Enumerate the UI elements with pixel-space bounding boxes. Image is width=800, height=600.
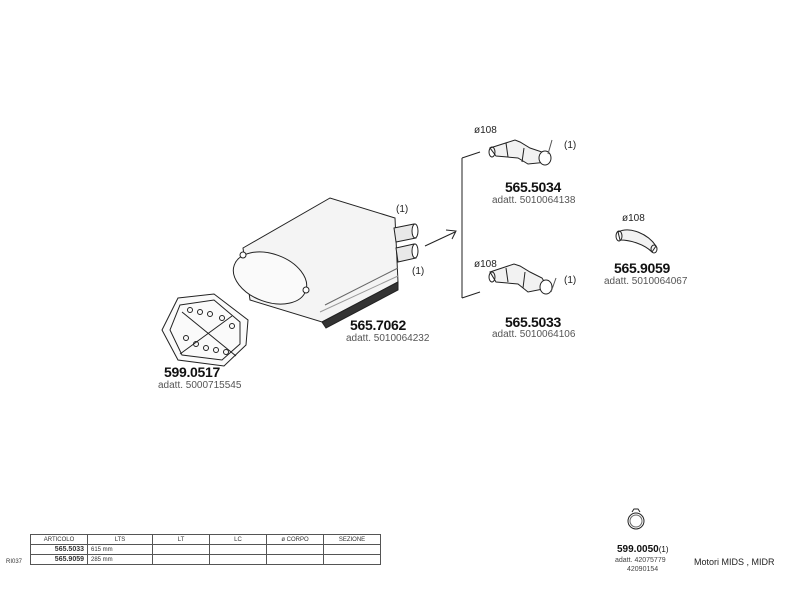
- table-row: 565.5033 615 mm: [30, 544, 381, 555]
- silencer-qty-bottom: (1): [412, 266, 425, 277]
- row-lt: [152, 554, 210, 565]
- pipe-upper-diameter: ø108: [474, 125, 497, 136]
- pipe-upper-qty: (1): [564, 140, 577, 151]
- row-articolo: 565.5033: [30, 544, 88, 555]
- sleeve-code: 565.9059: [614, 260, 670, 276]
- row-corpo: [266, 554, 324, 565]
- row-lc: [209, 544, 267, 555]
- clamp-qty: (1): [658, 545, 669, 554]
- row-lts: 285 mm: [87, 554, 153, 565]
- pipe-upper-adatt: adatt. 5010064138: [492, 195, 576, 206]
- clamp-code: 599.0050: [617, 544, 659, 555]
- spec-table: ARTICOLO LTS LT LC ø CORPO SEZIONE 565.5…: [30, 534, 381, 565]
- silencer-code: 565.7062: [350, 317, 406, 333]
- row-lt: [152, 544, 210, 555]
- header-corpo: ø CORPO: [266, 534, 324, 545]
- clamp-adatt-2: 42090154: [627, 566, 659, 573]
- row-lc: [209, 554, 267, 565]
- header-lt: LT: [152, 534, 210, 545]
- connector-bracket: [461, 151, 481, 299]
- row-lts: 615 mm: [87, 544, 153, 555]
- row-articolo: 565.9059: [30, 554, 88, 565]
- gasket-code: 599.0517: [164, 364, 220, 380]
- pipe-lower-qty: (1): [564, 275, 577, 286]
- clamp-drawing: [627, 508, 645, 530]
- silencer-qty-top: (1): [396, 204, 409, 215]
- sleeve-diameter: ø108: [622, 213, 645, 224]
- table-header-row: ARTICOLO LTS LT LC ø CORPO SEZIONE: [30, 534, 381, 545]
- sleeve-adatt: adatt. 5010064067: [604, 276, 688, 287]
- silencer-drawing: [232, 197, 457, 329]
- gasket-drawing: [161, 293, 249, 367]
- gasket-adatt: adatt. 5000715545: [158, 380, 242, 391]
- header-sezione: SEZIONE: [323, 534, 381, 545]
- table-ref: RI037: [6, 559, 23, 565]
- header-articolo: ARTICOLO: [30, 534, 88, 545]
- row-sezione: [323, 554, 381, 565]
- clamp-label: 599.0050(1): [617, 544, 669, 555]
- sleeve-drawing: [615, 229, 658, 254]
- header-lts: LTS: [87, 534, 153, 545]
- pipe-lower-diameter: ø108: [474, 259, 497, 270]
- pipe-upper-drawing: [488, 139, 553, 166]
- header-lc: LC: [209, 534, 267, 545]
- clamp-adatt-1: adatt. 42075779: [615, 557, 666, 564]
- table-row: 565.9059 285 mm: [30, 554, 381, 565]
- pipe-upper-code: 565.5034: [505, 179, 561, 195]
- pipe-lower-adatt: adatt. 5010064106: [492, 329, 576, 340]
- row-sezione: [323, 544, 381, 555]
- row-corpo: [266, 544, 324, 555]
- engine-note: Motori MIDS , MIDR: [694, 557, 775, 567]
- pipe-lower-drawing: [488, 263, 557, 295]
- silencer-adatt: adatt. 5010064232: [346, 333, 430, 344]
- pipe-lower-code: 565.5033: [505, 314, 561, 330]
